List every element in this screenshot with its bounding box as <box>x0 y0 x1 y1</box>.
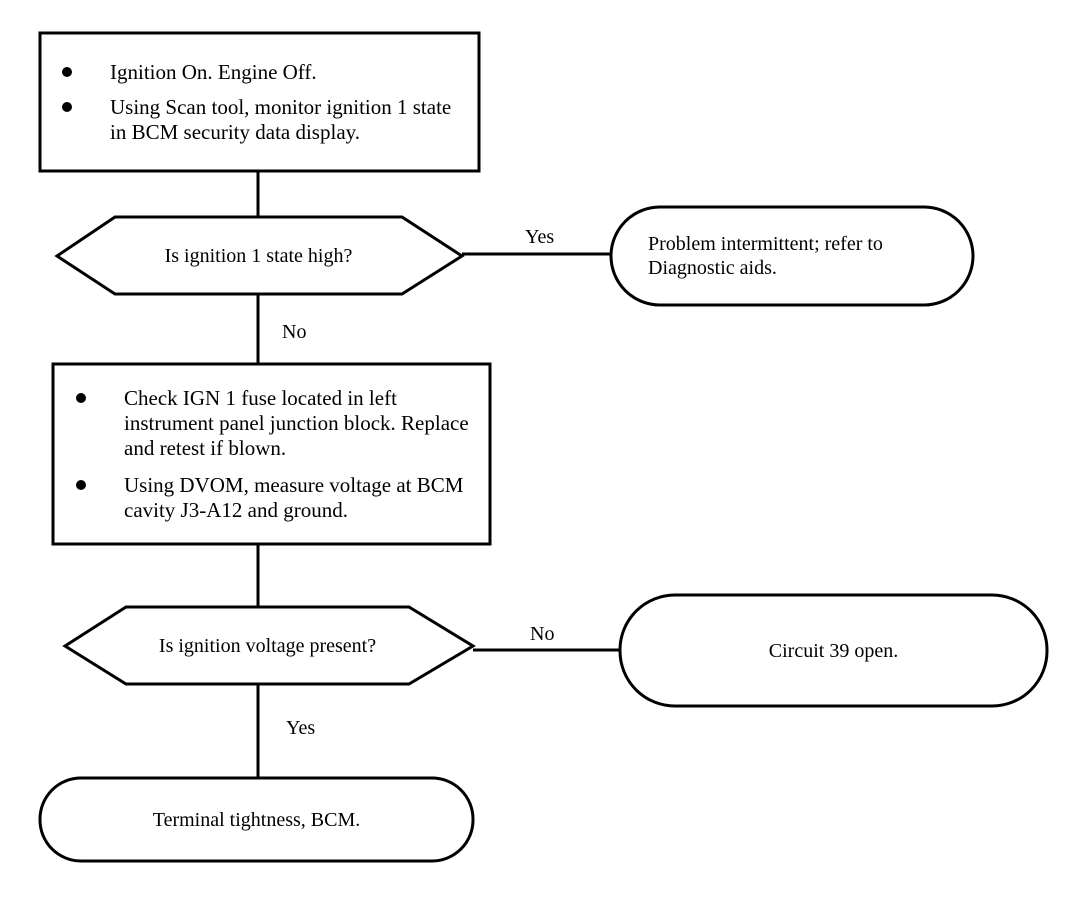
step1-bullet-2: Using Scan tool, monitor ignition 1 stat… <box>62 95 472 145</box>
step2-bullet-1: Check IGN 1 fuse located in left instrum… <box>76 386 476 461</box>
step1-bullet-2-text: Using Scan tool, monitor ignition 1 stat… <box>110 95 452 144</box>
step1-bullet-1: Ignition On. Engine Off. <box>62 60 472 85</box>
bullet-icon <box>76 480 86 490</box>
step2-bullet-1-text: Check IGN 1 fuse located in left instrum… <box>124 386 469 460</box>
terminal3-oval <box>38 776 475 863</box>
terminal2-oval <box>618 593 1049 708</box>
bullet-icon <box>62 67 72 77</box>
step2-bullet-2: Using DVOM, measure voltage at BCM cavit… <box>76 473 476 523</box>
terminal1-text: Problem intermittent; refer to Diagnosti… <box>648 233 883 279</box>
step1-content: Ignition On. Engine Off. Using Scan tool… <box>62 60 472 155</box>
decision2-question: Is ignition voltage present? <box>158 634 377 657</box>
step2-content: Check IGN 1 fuse located in left instrum… <box>76 386 476 533</box>
bullet-icon <box>62 102 72 112</box>
step2-bullet-2-text: Using DVOM, measure voltage at BCM cavit… <box>124 473 464 522</box>
decision1-no-label: No <box>282 321 307 343</box>
decision2-no-label: No <box>530 623 555 645</box>
step2-box <box>51 362 492 546</box>
terminal1-oval <box>609 205 975 307</box>
decision1-yes-label: Yes <box>525 226 555 248</box>
terminal2-text: Circuit 39 open. <box>768 639 899 662</box>
decision1-question: Is ignition 1 state high? <box>164 244 353 267</box>
step1-bullet-1-text: Ignition On. Engine Off. <box>110 60 317 84</box>
bullet-icon <box>76 393 86 403</box>
decision2-yes-label: Yes <box>286 717 316 739</box>
terminal3-text: Terminal tightness, BCM. <box>152 808 361 831</box>
decision1-hexagon <box>54 215 465 296</box>
decision2-hexagon <box>62 605 476 686</box>
